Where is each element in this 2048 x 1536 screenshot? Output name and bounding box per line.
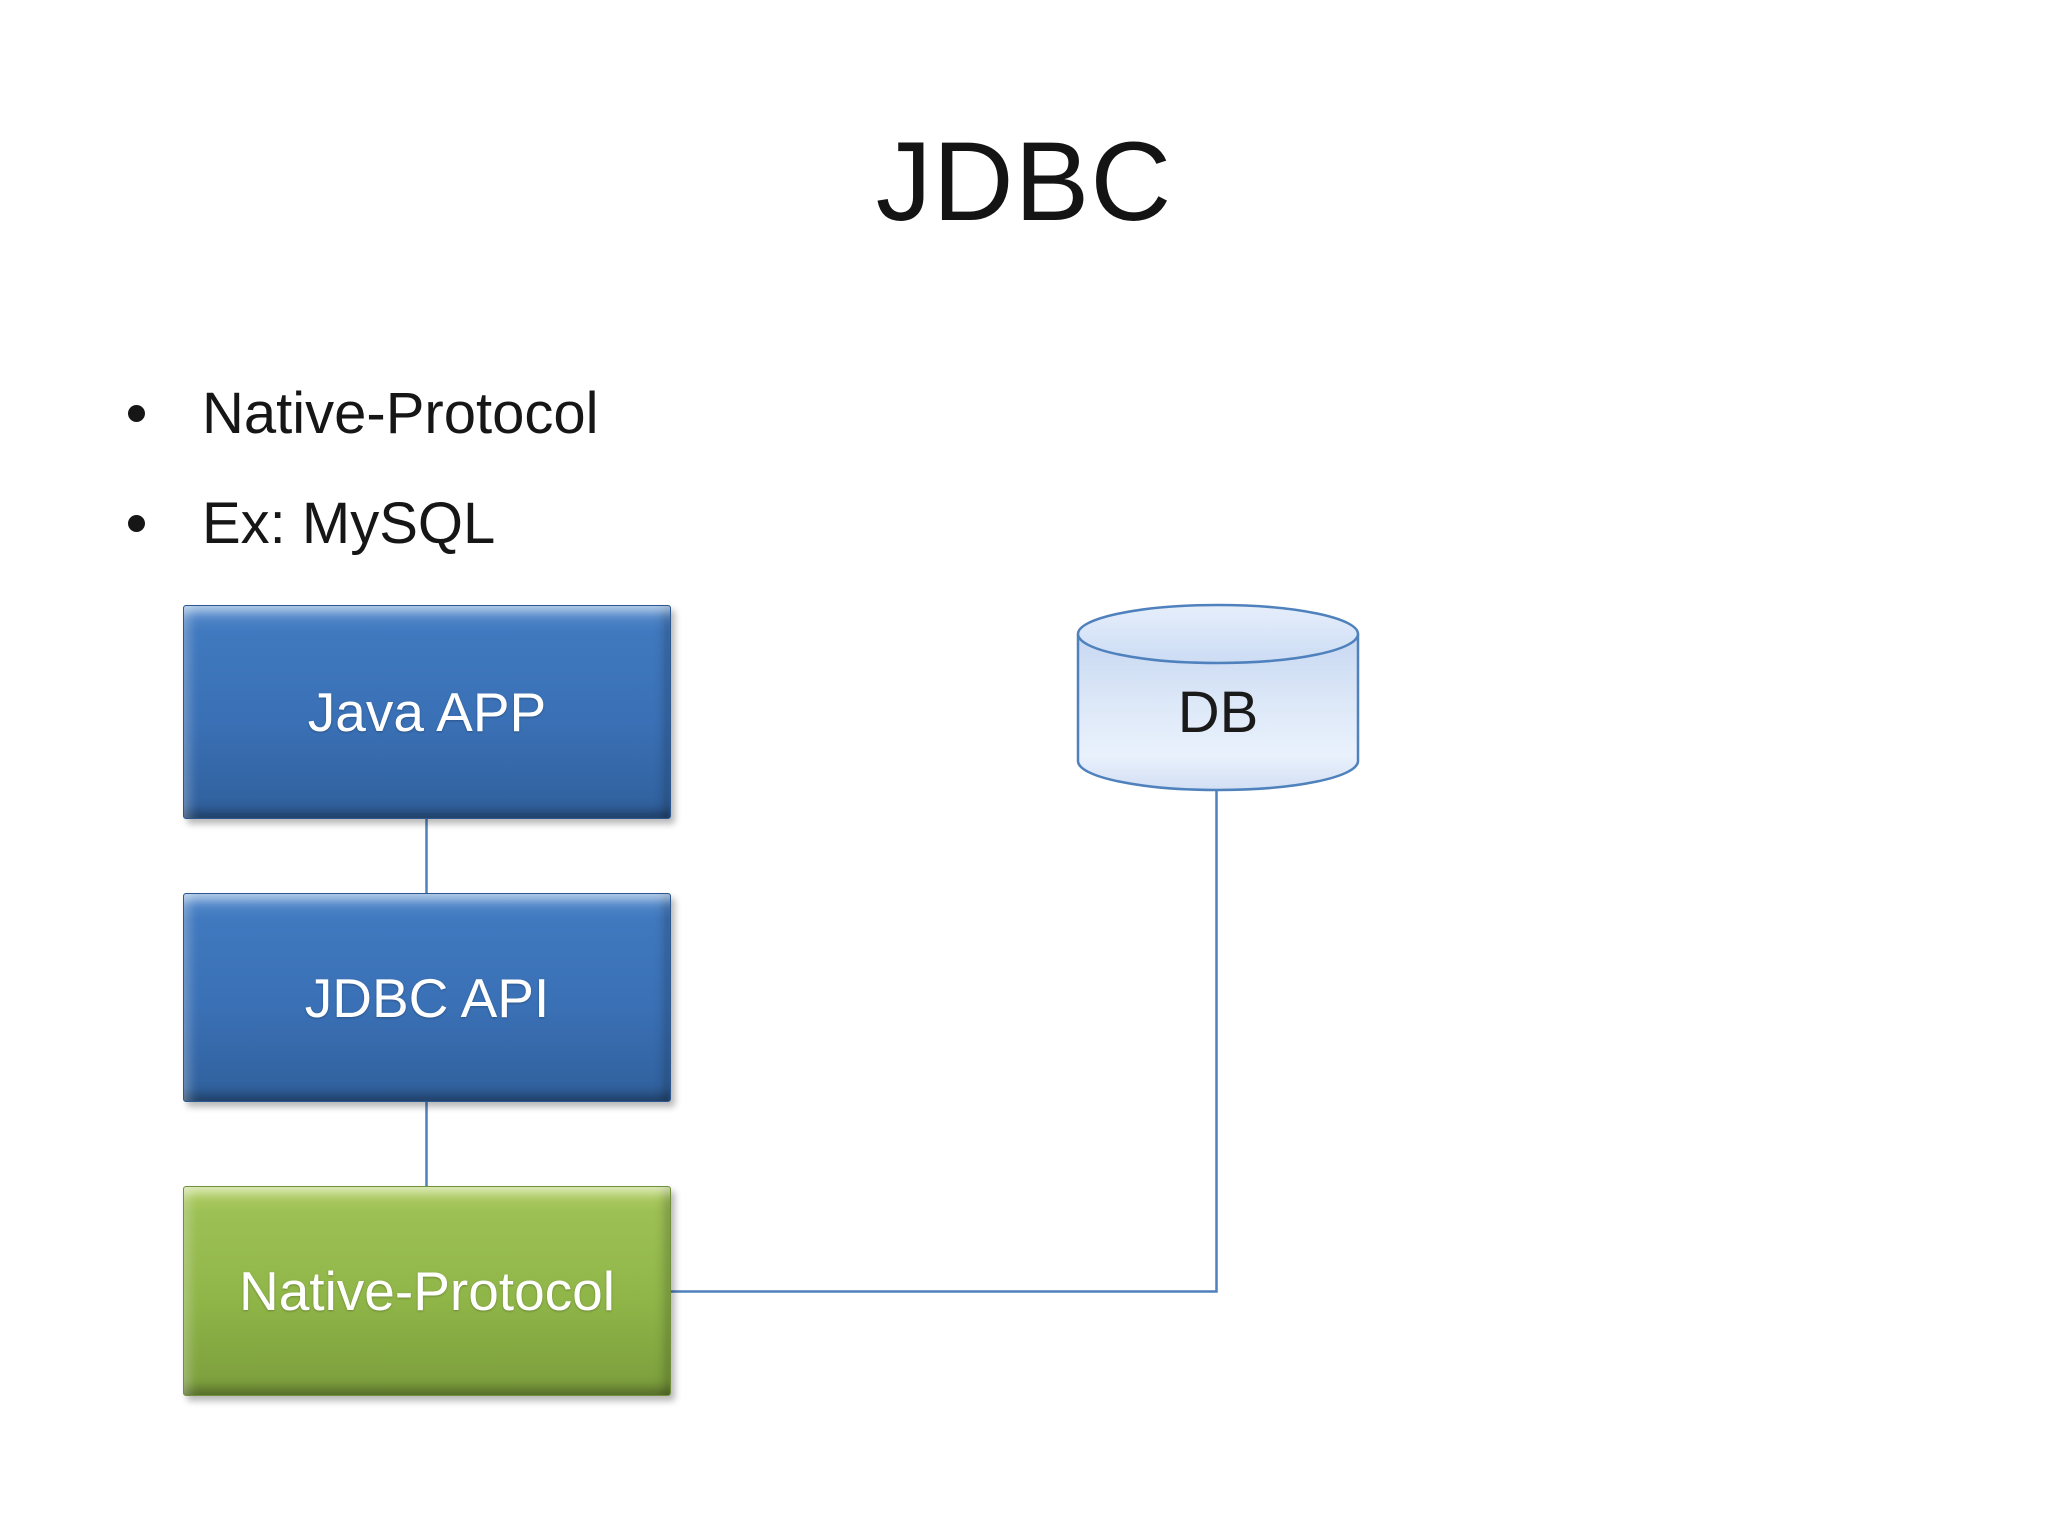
slide-title: JDBC (875, 119, 1173, 244)
diagram-box-native-protocol: Native-Protocol (183, 1186, 671, 1396)
diagram-box-java-app: Java APP (183, 605, 671, 819)
db-label: DB (1177, 679, 1259, 745)
diagram-box-jdbc-api: JDBC API (183, 893, 671, 1102)
bullet-item: Ex: MySQL (128, 468, 598, 578)
diagram-box-label: Java APP (307, 681, 547, 743)
diagram-box-label: Native-Protocol (239, 1260, 615, 1322)
bullet-list: Native-Protocol Ex: MySQL (0, 358, 598, 578)
connector-native-protocol-db (668, 790, 1218, 1293)
bullet-text: Ex: MySQL (202, 490, 496, 556)
bullet-item: Native-Protocol (128, 358, 598, 468)
bullet-icon (128, 514, 145, 532)
bullet-icon (128, 404, 145, 422)
bullet-text: Native-Protocol (202, 380, 599, 446)
diagram-box-label: JDBC API (304, 966, 550, 1029)
